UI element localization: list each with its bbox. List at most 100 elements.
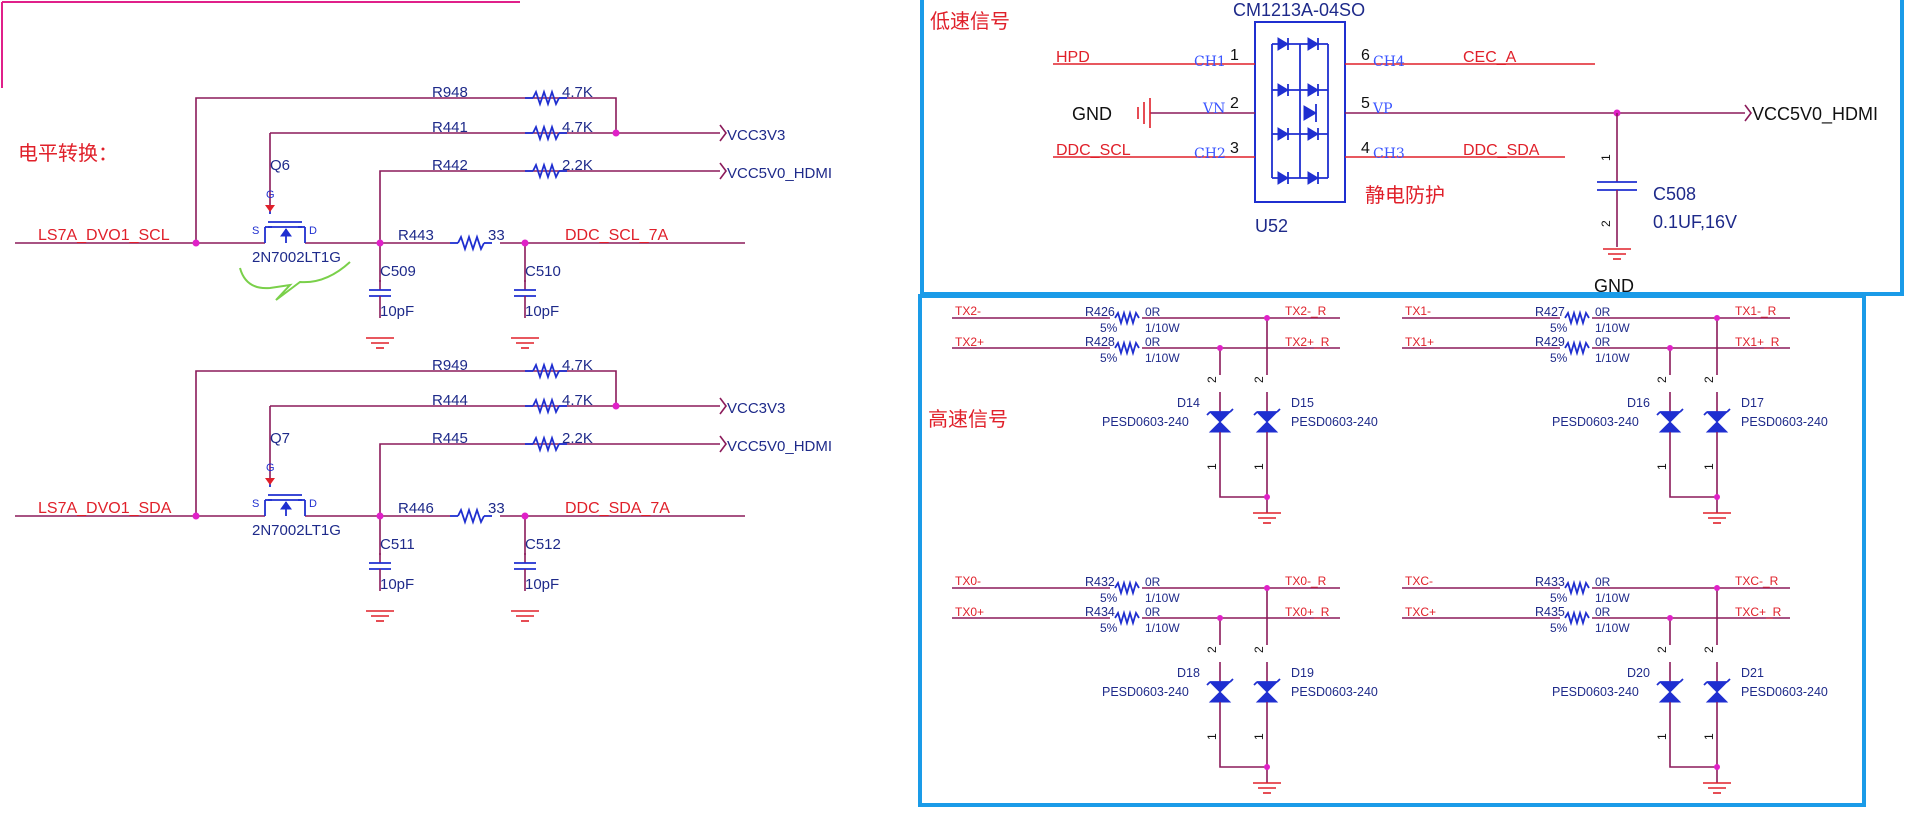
tmds-1-r2-pwr: 1/10W — [1595, 351, 1630, 365]
c508-ref: C508 — [1653, 184, 1696, 204]
r446-ref: R446 — [398, 500, 434, 517]
u52-pin6-num: 6 — [1361, 47, 1370, 64]
tmds-3-r1-val: 0R — [1595, 575, 1611, 589]
tmds-0-r2-val: 0R — [1145, 335, 1161, 349]
top-left-edge-remnant — [1, 1, 520, 88]
tmds-2-pin-3: 1 — [1252, 733, 1266, 740]
tmds-0-pin-2: 1 — [1205, 463, 1219, 470]
r442-val: 2.2K — [562, 157, 593, 174]
tmds-0-pin-3: 1 — [1252, 463, 1266, 470]
tmds-1-p-in: TX1+ — [1405, 335, 1434, 349]
tmds-3-pin-3: 1 — [1702, 733, 1716, 740]
c509-ref: C509 — [380, 263, 416, 280]
tmds-1-pin-3: 1 — [1702, 463, 1716, 470]
tmds-2-r1-ref: R432 — [1085, 575, 1115, 589]
q6-gate-pin: G — [266, 189, 275, 201]
low-speed-heading: 低速信号 — [930, 9, 1010, 33]
tmds-group-1: TX1-TX1+TX1-_RTX1+_RR427R4290R0R5%5%1/10… — [1402, 304, 1828, 524]
tmds-0-r2-tol: 5% — [1100, 351, 1118, 365]
scl-rail-5v: VCC5V0_HDMI — [727, 165, 832, 182]
r441-ref: R441 — [432, 119, 468, 136]
r948-ref: R948 — [432, 84, 468, 101]
tmds-0-r1-val: 0R — [1145, 305, 1161, 319]
tmds-0-d2-part: PESD0603-240 — [1291, 415, 1378, 429]
c510-ref: C510 — [525, 263, 561, 280]
q7-drain-pin: D — [309, 498, 317, 510]
c512-val: 10pF — [525, 576, 559, 593]
tmds-2-p-out: TX0+_R — [1285, 605, 1330, 619]
tmds-3-r2-tol: 5% — [1550, 621, 1568, 635]
u52-pin5-name: VP — [1372, 101, 1393, 117]
tmds-1-n-in: TX1- — [1405, 304, 1431, 318]
u52-pin1-num: 1 — [1230, 47, 1239, 64]
tmds-0-d1-part: PESD0603-240 — [1102, 415, 1189, 429]
u52-ref: U52 — [1255, 216, 1288, 236]
tmds-0-r1-tol: 5% — [1100, 321, 1118, 335]
tmds-2-r2-pwr: 1/10W — [1145, 621, 1180, 635]
q6-source-pin: S — [252, 225, 259, 237]
c511-val: 10pF — [380, 576, 414, 593]
tmds-1-r1-ref: R427 — [1535, 305, 1565, 319]
u52-pin1-name: CH1 — [1194, 54, 1226, 70]
tmds-2-pin-1: 2 — [1252, 646, 1266, 653]
r444-ref: R444 — [432, 392, 468, 409]
tmds-2-pin-0: 2 — [1205, 646, 1219, 653]
green-annotation-scribble — [239, 261, 351, 301]
tmds-3-d2-ref: D21 — [1741, 666, 1764, 680]
u52-pin4-num: 4 — [1361, 140, 1370, 157]
tmds-2-r1-tol: 5% — [1100, 591, 1118, 605]
sda-rail-5v: VCC5V0_HDMI — [727, 438, 832, 455]
tmds-0-r2-pwr: 1/10W — [1145, 351, 1180, 365]
tmds-0-d2-ref: D15 — [1291, 396, 1314, 410]
r442-ref: R442 — [432, 157, 468, 174]
tmds-3-d2-part: PESD0603-240 — [1741, 685, 1828, 699]
tmds-1-r2-ref: R429 — [1535, 335, 1565, 349]
net-vcc5v0-hdmi: VCC5V0_HDMI — [1752, 104, 1878, 125]
tmds-2-r1-pwr: 1/10W — [1145, 591, 1180, 605]
tmds-1-pin-0: 2 — [1655, 376, 1669, 383]
tmds-1-r2-val: 0R — [1595, 335, 1611, 349]
level-shift-scl-block: G S D LS7A_DVO1_SCL DDC_SCL_7A R948 4.7K… — [15, 84, 832, 349]
tmds-0-n-out: TX2-_R — [1285, 304, 1327, 318]
tmds-3-r2-val: 0R — [1595, 605, 1611, 619]
tmds-2-d1-part: PESD0603-240 — [1102, 685, 1189, 699]
tmds-0-n-in: TX2- — [955, 304, 981, 318]
tmds-3-d1-ref: D20 — [1627, 666, 1650, 680]
tmds-1-r1-val: 0R — [1595, 305, 1611, 319]
tmds-0-p-out: TX2+_R — [1285, 335, 1330, 349]
tmds-1-pin-2: 1 — [1655, 463, 1669, 470]
c508-val: 0.1UF,16V — [1653, 212, 1737, 232]
c510-val: 10pF — [525, 303, 559, 320]
tmds-0-pin-1: 2 — [1252, 376, 1266, 383]
q7-source-pin: S — [252, 498, 259, 510]
q6-ref: Q6 — [270, 157, 290, 174]
tmds-1-r2-tol: 5% — [1550, 351, 1568, 365]
scl-input-net: LS7A_DVO1_SCL — [38, 227, 170, 244]
tmds-group-3: TXC-TXC+TXC-_RTXC+_RR433R4350R0R5%5%1/10… — [1402, 574, 1828, 794]
tmds-3-r2-ref: R435 — [1535, 605, 1565, 619]
r443-val: 33 — [488, 227, 505, 244]
tmds-0-d1-ref: D14 — [1177, 396, 1200, 410]
u52-gnd-symbol — [1137, 98, 1151, 128]
r446-val: 33 — [488, 500, 505, 517]
tmds-1-d2-part: PESD0603-240 — [1741, 415, 1828, 429]
sda-rail-3v3: VCC3V3 — [727, 400, 785, 417]
tmds-2-d2-ref: D19 — [1291, 666, 1314, 680]
r441-val: 4.7K — [562, 119, 593, 136]
tmds-2-p-in: TX0+ — [955, 605, 984, 619]
level-shift-heading: 电平转换： — [18, 141, 118, 165]
q7-ref: Q7 — [270, 430, 290, 447]
tmds-2-r2-ref: R434 — [1085, 605, 1115, 619]
c508-gnd-label: GND — [1594, 276, 1634, 296]
tmds-1-p-out: TX1+_R — [1735, 335, 1780, 349]
r445-val: 2.2K — [562, 430, 593, 447]
q7-part: 2N7002LT1G — [252, 522, 341, 539]
r948-val: 4.7K — [562, 84, 593, 101]
tmds-3-r1-ref: R433 — [1535, 575, 1565, 589]
tmds-2-d1-ref: D18 — [1177, 666, 1200, 680]
tmds-1-n-out: TX1-_R — [1735, 304, 1777, 318]
tmds-0-pin-0: 2 — [1205, 376, 1219, 383]
tmds-2-n-in: TX0- — [955, 574, 981, 588]
tmds-1-d1-part: PESD0603-240 — [1552, 415, 1639, 429]
